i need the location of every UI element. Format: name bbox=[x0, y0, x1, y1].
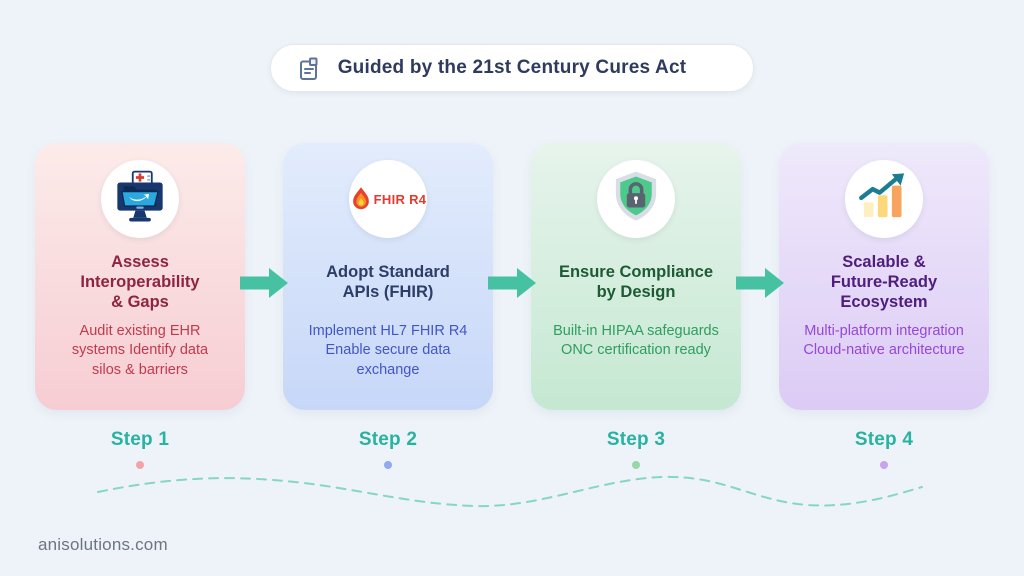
icon-circle: FHIR R4 bbox=[349, 160, 427, 238]
growth-chart-icon bbox=[856, 169, 912, 230]
arrow-right-icon bbox=[488, 268, 536, 298]
step-card-4: Scalable & Future-Ready Ecosystem Multi-… bbox=[779, 143, 989, 410]
card-description: Built-in HIPAA safeguards ONC certificat… bbox=[553, 323, 719, 359]
shield-lock-icon bbox=[608, 168, 664, 231]
step-dot-3 bbox=[632, 461, 640, 469]
step-label-4: Step 4 bbox=[854, 429, 914, 450]
step-card-3: Ensure Compliance by Design Built-in HIP… bbox=[531, 143, 741, 410]
card-title: Assess Interoperability & Gaps bbox=[80, 252, 200, 312]
step-label-3: Step 3 bbox=[606, 429, 666, 450]
fhir-flame-icon: FHIR R4 bbox=[350, 184, 427, 214]
card-description: Audit existing EHR systems Identify data… bbox=[71, 323, 209, 378]
step-dot-2 bbox=[384, 461, 392, 469]
ehr-monitor-icon bbox=[111, 168, 169, 231]
icon-circle bbox=[101, 160, 179, 238]
icon-circle bbox=[845, 160, 923, 238]
banner-pill: Guided by the 21st Century Cures Act bbox=[270, 44, 754, 92]
arrow-right-icon bbox=[240, 268, 288, 298]
step-card-1: Assess Interoperability & Gaps Audit exi… bbox=[35, 143, 245, 410]
step-label-1: Step 1 bbox=[110, 429, 170, 450]
fhir-badge-label: FHIR R4 bbox=[373, 191, 427, 207]
step-dot-4 bbox=[880, 461, 888, 469]
card-title: Scalable & Future-Ready Ecosystem bbox=[830, 252, 938, 312]
step-label-2: Step 2 bbox=[358, 429, 418, 450]
footer-website: anisolutions.com bbox=[38, 535, 168, 554]
document-icon bbox=[297, 57, 321, 81]
card-description: Implement HL7 FHIR R4 Enable secure data… bbox=[308, 323, 468, 378]
step-card-2: FHIR R4 Adopt Standard APIs (FHIR) Imple… bbox=[283, 143, 493, 410]
banner-title: Guided by the 21st Century Cures Act bbox=[337, 57, 687, 78]
card-title: Ensure Compliance by Design bbox=[558, 262, 714, 301]
card-description: Multi-platform integration Cloud-native … bbox=[803, 323, 965, 359]
step-dot-1 bbox=[136, 461, 144, 469]
card-title: Adopt Standard APIs (FHIR) bbox=[326, 262, 450, 301]
arrow-right-icon bbox=[736, 268, 784, 298]
icon-circle bbox=[597, 160, 675, 238]
